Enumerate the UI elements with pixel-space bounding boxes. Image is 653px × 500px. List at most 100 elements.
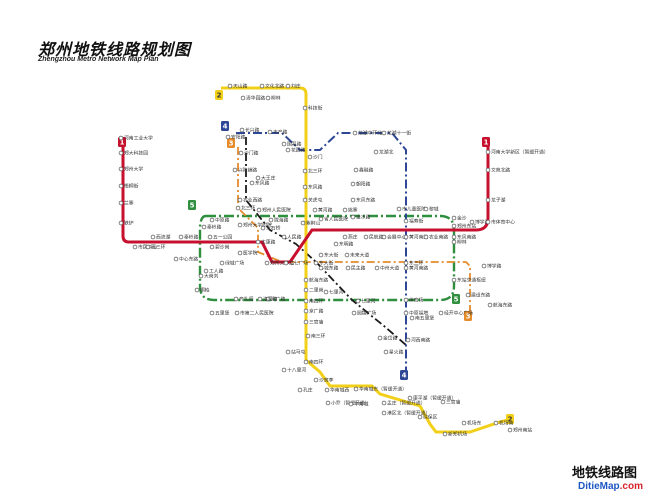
station-marker[interactable] — [194, 287, 200, 293]
station-marker[interactable] — [118, 220, 124, 226]
station-marker[interactable] — [465, 292, 471, 298]
station-marker[interactable] — [260, 225, 266, 231]
station-marker[interactable] — [285, 147, 291, 153]
station-marker[interactable] — [451, 239, 457, 245]
station-marker[interactable] — [493, 420, 499, 426]
station-marker[interactable] — [265, 296, 271, 302]
station-marker[interactable] — [313, 260, 319, 266]
station-marker[interactable] — [403, 310, 409, 316]
station-marker[interactable] — [423, 234, 429, 240]
station-marker[interactable] — [302, 197, 308, 203]
station-marker[interactable] — [237, 197, 243, 203]
station-marker[interactable] — [451, 215, 457, 221]
station-marker[interactable] — [485, 197, 491, 203]
station-marker[interactable] — [132, 244, 138, 250]
station-marker[interactable] — [268, 217, 274, 223]
station-marker[interactable] — [485, 167, 491, 173]
station-marker[interactable] — [403, 265, 409, 271]
station-marker[interactable] — [201, 224, 207, 230]
station-marker[interactable] — [302, 168, 308, 174]
station-marker[interactable] — [438, 310, 444, 316]
station-marker[interactable] — [403, 218, 409, 224]
station-marker[interactable] — [342, 234, 348, 240]
station-marker[interactable] — [451, 277, 457, 283]
station-marker[interactable] — [281, 141, 287, 147]
station-marker[interactable] — [405, 337, 411, 343]
station-marker[interactable] — [203, 268, 209, 274]
line-badge[interactable] — [482, 137, 490, 147]
station-marker[interactable] — [281, 367, 287, 373]
line-badge[interactable] — [506, 414, 514, 424]
station-marker[interactable] — [118, 183, 124, 189]
station-marker[interactable] — [353, 386, 359, 392]
station-marker[interactable] — [345, 265, 351, 271]
station-marker[interactable] — [285, 349, 291, 355]
station-marker[interactable] — [381, 130, 387, 136]
station-marker[interactable] — [237, 222, 243, 228]
station-marker[interactable] — [344, 252, 350, 258]
station-marker[interactable] — [265, 95, 271, 101]
station-marker[interactable] — [403, 297, 409, 303]
station-marker[interactable] — [507, 427, 513, 433]
station-marker[interactable] — [423, 206, 429, 212]
station-marker[interactable] — [342, 207, 348, 213]
station-marker[interactable] — [355, 298, 361, 304]
station-marker[interactable] — [318, 252, 324, 258]
station-marker[interactable] — [313, 377, 319, 383]
station-marker[interactable] — [300, 220, 306, 226]
station-marker[interactable] — [240, 95, 246, 101]
station-marker[interactable] — [297, 387, 303, 393]
station-marker[interactable] — [227, 83, 233, 89]
station-marker[interactable] — [485, 219, 491, 225]
station-marker[interactable] — [469, 219, 475, 225]
station-marker[interactable] — [324, 387, 330, 393]
station-marker[interactable] — [257, 296, 263, 302]
station-marker[interactable] — [209, 310, 215, 316]
line-badge[interactable] — [452, 294, 460, 304]
station-marker[interactable] — [350, 214, 356, 220]
station-marker[interactable] — [233, 296, 239, 302]
station-marker[interactable] — [178, 234, 184, 240]
station-marker[interactable] — [409, 315, 415, 321]
station-marker[interactable] — [238, 150, 244, 156]
station-marker[interactable] — [403, 260, 409, 266]
station-marker[interactable] — [353, 167, 359, 173]
station-marker[interactable] — [323, 289, 329, 295]
station-marker[interactable] — [348, 401, 354, 407]
station-marker[interactable] — [283, 260, 289, 266]
station-marker[interactable] — [267, 129, 273, 135]
station-marker[interactable] — [363, 234, 369, 240]
station-marker[interactable] — [302, 105, 308, 111]
station-marker[interactable] — [118, 135, 124, 141]
station-marker[interactable] — [303, 298, 309, 304]
station-marker[interactable] — [264, 260, 270, 266]
station-marker[interactable] — [225, 134, 231, 140]
station-marker[interactable] — [118, 166, 124, 172]
station-marker[interactable] — [256, 207, 262, 213]
brand-url[interactable]: DitieMap.com — [578, 481, 643, 492]
line-badge[interactable] — [188, 200, 196, 210]
station-marker[interactable] — [381, 410, 387, 416]
station-marker[interactable] — [325, 400, 331, 406]
station-marker[interactable] — [407, 395, 413, 401]
station-marker[interactable] — [461, 420, 467, 426]
station-marker[interactable] — [235, 205, 241, 211]
station-marker[interactable] — [237, 250, 243, 256]
station-marker[interactable] — [373, 149, 379, 155]
station-marker[interactable] — [487, 302, 493, 308]
station-marker[interactable] — [305, 333, 311, 339]
station-marker[interactable] — [118, 150, 124, 156]
station-marker[interactable] — [451, 223, 457, 229]
station-marker[interactable] — [396, 206, 402, 212]
station-marker[interactable] — [303, 319, 309, 325]
station-marker[interactable] — [145, 244, 151, 250]
station-marker[interactable] — [403, 234, 409, 240]
line-badge[interactable] — [221, 121, 229, 131]
station-marker[interactable] — [374, 265, 380, 271]
station-marker[interactable] — [481, 263, 487, 269]
station-marker[interactable] — [383, 349, 389, 355]
station-marker[interactable] — [303, 308, 309, 314]
station-marker[interactable] — [302, 184, 308, 190]
station-marker[interactable] — [485, 149, 491, 155]
station-marker[interactable] — [209, 244, 215, 250]
